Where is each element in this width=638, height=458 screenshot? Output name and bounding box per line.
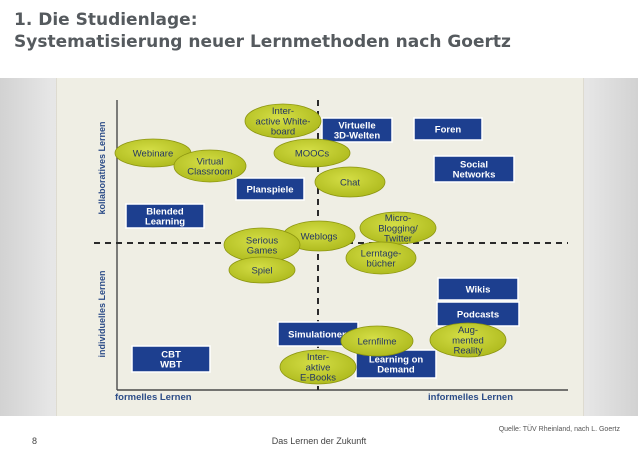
- ellipse-micro-blogging-twitter-label: Twitter: [384, 234, 412, 245]
- box-cbt-wbt-label: WBT: [160, 360, 182, 371]
- ellipse-lerntage-buecher: Lerntage-bücher: [345, 241, 417, 275]
- ellipse-aug-mented-reality-label: Aug-: [458, 325, 478, 336]
- ellipse-moocs: MOOCs: [273, 138, 351, 168]
- ellipse-moocs-label: MOOCs: [295, 148, 330, 159]
- box-learning-on-demand-label: Learning on: [369, 354, 424, 365]
- box-blended-learning-label: Blended: [146, 206, 184, 217]
- box-virtuelle-3d-welten-label: Virtuelle: [338, 120, 375, 131]
- ellipse-inter-aktive-e-books-label: E-Books: [300, 373, 336, 384]
- ellipse-virtual-classroom-label: Virtual: [197, 156, 224, 167]
- ellipse-inter-aktive-e-books-label: aktive: [306, 362, 331, 373]
- box-virtuelle-3d-welten-shape: [321, 117, 393, 143]
- ellipse-webinare-label: Webinare: [133, 148, 174, 159]
- ellipse-micro-blogging-twitter: Micro-Blogging/Twitter: [359, 211, 437, 245]
- footer-text: Das Lernen der Zukunft: [271, 436, 367, 446]
- ellipse-aug-mented-reality-label: mented: [452, 335, 484, 346]
- box-simulationen-label: Simulationen: [288, 329, 348, 340]
- ellipse-chat: Chat: [314, 166, 386, 198]
- box-cbt-wbt-shape: [131, 345, 211, 373]
- ellipse-inter-active-white-board-label: Inter-: [272, 106, 294, 117]
- box-blended-learning-shape: [125, 203, 205, 229]
- box-cbt-wbt-label: CBT: [161, 349, 181, 360]
- box-foren-shape: [413, 117, 483, 141]
- slide-title: 1. Die Studienlage: Systematisierung neu…: [14, 9, 511, 53]
- box-planspiele: Planspiele: [235, 177, 305, 201]
- ellipse-lerntage-buecher-label: bücher: [366, 259, 395, 270]
- ellipse-virtual-classroom-shape: [173, 149, 247, 183]
- box-wikis-shape: [437, 277, 519, 301]
- ellipse-lerntage-buecher-label: Lerntage-: [361, 248, 402, 259]
- ellipse-moocs-shape: [273, 138, 351, 168]
- ellipse-micro-blogging-twitter-label: Blogging/: [378, 223, 418, 234]
- ellipse-lerntage-buecher-shape: [345, 241, 417, 275]
- box-wikis: Wikis: [437, 277, 519, 301]
- ellipse-weblogs-label: Weblogs: [301, 231, 338, 242]
- axis-label-informell: informelles Lernen: [428, 392, 513, 403]
- ellipse-spiel: Spiel: [228, 256, 296, 284]
- ellipse-inter-active-white-board-shape: [244, 103, 322, 139]
- axis-label-kollaborativ: kollaboratives Lernen: [97, 121, 107, 214]
- ellipse-spiel-label: Spiel: [251, 265, 272, 276]
- ellipse-inter-active-white-board: Inter-active White-board: [244, 103, 322, 139]
- ellipse-serious-games-label: Games: [247, 246, 278, 257]
- axis-label-formell: formelles Lernen: [115, 392, 192, 403]
- ellipse-inter-active-white-board-label: active White-: [256, 116, 311, 127]
- box-foren: Foren: [413, 117, 483, 141]
- ellipse-inter-aktive-e-books-shape: [279, 349, 357, 385]
- slide-title-line-2: Systematisierung neuer Lernmethoden nach…: [14, 32, 511, 52]
- ellipse-micro-blogging-twitter-label: Micro-: [385, 213, 411, 224]
- source-note: Quelle: TÜV Rheinland, nach L. Goertz: [498, 426, 620, 433]
- ellipse-chat-label: Chat: [340, 177, 360, 188]
- box-wikis-label: Wikis: [466, 284, 491, 295]
- ellipse-chat-shape: [314, 166, 386, 198]
- ellipse-aug-mented-reality-label: Reality: [453, 346, 482, 357]
- ellipse-layer: Inter-active White-boardWebinareVirtualC…: [114, 103, 507, 385]
- ellipse-serious-games-label: Serious: [246, 235, 278, 246]
- box-planspiele-shape: [235, 177, 305, 201]
- box-virtuelle-3d-welten-label: 3D-Welten: [334, 131, 380, 142]
- box-podcasts: Podcasts: [436, 301, 520, 327]
- ellipse-spiel-shape: [228, 256, 296, 284]
- ellipse-lernfilme: Lernfilme: [340, 325, 414, 357]
- ellipse-inter-aktive-e-books-label: Inter-: [307, 352, 329, 363]
- ellipse-inter-active-white-board-label: board: [271, 127, 295, 138]
- box-social-networks-shape: [433, 155, 515, 183]
- ellipse-virtual-classroom-label: Classroom: [187, 167, 232, 178]
- box-social-networks-label: Networks: [453, 170, 496, 181]
- box-social-networks-label: Social: [460, 159, 488, 170]
- box-blended-learning-label: Learning: [145, 217, 185, 228]
- page-number: 8: [32, 436, 38, 446]
- ellipse-lernfilme-label: Lernfilme: [357, 336, 396, 347]
- box-planspiele-label: Planspiele: [247, 184, 294, 195]
- lernmethoden-diagram: kollaboratives Lernen individuelles Lern…: [94, 100, 568, 403]
- slide-title-line-1: 1. Die Studienlage:: [14, 10, 198, 30]
- box-learning-on-demand-label: Demand: [377, 365, 415, 376]
- box-podcasts-label: Podcasts: [457, 309, 499, 320]
- box-podcasts-shape: [436, 301, 520, 327]
- axis-label-individuell: individuelles Lernen: [97, 270, 107, 357]
- box-foren-label: Foren: [435, 124, 462, 135]
- ellipse-lernfilme-shape: [340, 325, 414, 357]
- ellipse-aug-mented-reality-shape: [429, 322, 507, 358]
